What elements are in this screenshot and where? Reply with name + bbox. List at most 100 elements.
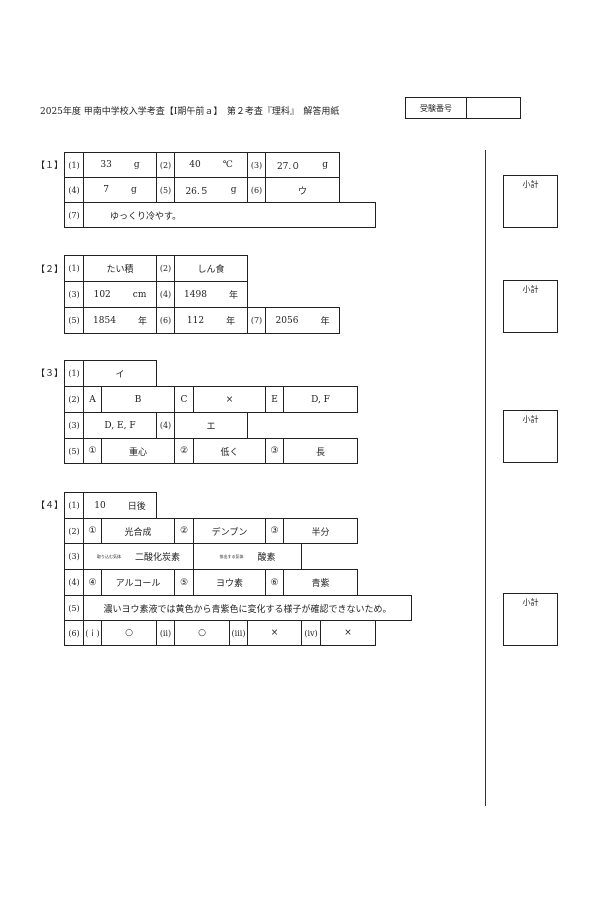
q4-num-5: (5) bbox=[64, 595, 84, 621]
q1-answer-2[interactable]: 40 ℃ bbox=[174, 152, 248, 178]
answer-text: 7 bbox=[103, 185, 109, 195]
answer-text: (2) bbox=[68, 526, 80, 536]
q4-answer-5[interactable]: 濃いヨウ素液では黄色から青紫色に変化する様子が確認できないため。 bbox=[83, 595, 412, 621]
answer-unit: 年 bbox=[320, 317, 330, 327]
q4-num-4: (4) bbox=[64, 569, 84, 596]
q2-num-6: (6) bbox=[156, 307, 175, 334]
q4-num-3: (3) bbox=[64, 543, 84, 570]
q4-answer-3-out[interactable]: 排出する気体 酸素 bbox=[193, 543, 302, 570]
q4-answer-3-in[interactable]: 取り込む気体二酸化炭素 bbox=[83, 543, 194, 570]
q4-answer-4-6[interactable]: 青紫 bbox=[283, 569, 358, 596]
answer-text: ③ bbox=[270, 446, 279, 456]
exam-number-field[interactable] bbox=[466, 97, 521, 119]
q2-answer-1[interactable]: たい積 bbox=[83, 255, 157, 282]
q2-answer-2[interactable]: しん食 bbox=[174, 255, 248, 282]
q3-label-c: C bbox=[174, 386, 194, 413]
section-4-label: 【４】 bbox=[36, 501, 64, 511]
answer-text: 光合成 bbox=[124, 527, 152, 538]
q3-answer-c[interactable]: × bbox=[193, 386, 266, 413]
answer-unit: ℃ bbox=[222, 160, 233, 170]
q3-answer-5-3[interactable]: 長 bbox=[283, 438, 358, 464]
q4-answer-2-1[interactable]: 光合成 bbox=[101, 518, 175, 544]
answer-text: ⑥ bbox=[270, 577, 279, 588]
q4-answer-4-5[interactable]: ヨウ素 bbox=[193, 569, 266, 596]
q3-num-4: (4) bbox=[156, 412, 175, 439]
section-2-label: 【２】 bbox=[36, 265, 64, 275]
answer-text: × bbox=[344, 628, 352, 638]
q4-num-2: (2) bbox=[64, 518, 84, 544]
q3-answer-a[interactable]: B bbox=[101, 386, 175, 413]
answer-text: ⑤ bbox=[179, 577, 189, 588]
answer-sublabel: 排出する気体 bbox=[219, 553, 244, 559]
answer-text: (3) bbox=[68, 552, 80, 561]
q4-answer-6-1[interactable]: ○ bbox=[101, 620, 157, 646]
q1-num-1: (1) bbox=[64, 152, 84, 178]
section-3-label: 【３】 bbox=[36, 369, 64, 379]
answer-unit: 年 bbox=[226, 317, 236, 327]
answer-text: ○ bbox=[198, 628, 206, 638]
q4-answer-2-2[interactable]: デンプン bbox=[193, 518, 266, 544]
q1-num-4: (4) bbox=[64, 177, 84, 203]
answer-text: 40 bbox=[189, 160, 201, 170]
answer-text: (1) bbox=[68, 501, 80, 510]
q4-circle-2: ② bbox=[174, 518, 194, 544]
answer-text: (7) bbox=[68, 210, 80, 220]
q2-num-7: (7) bbox=[247, 307, 266, 334]
q4-answer-6-4[interactable]: × bbox=[320, 620, 376, 646]
answer-text: (5) bbox=[68, 446, 80, 456]
answer-text: デンプン bbox=[211, 527, 248, 538]
q3-answer-5-1[interactable]: 重心 bbox=[101, 438, 175, 464]
answer-text: (3) bbox=[250, 160, 263, 170]
answer-text: ② bbox=[179, 446, 189, 456]
answer-unit: 酸素 bbox=[257, 553, 276, 563]
answer-text: (1) bbox=[68, 264, 80, 273]
answer-text: 26.５ bbox=[185, 186, 209, 197]
q3-answer-4[interactable]: エ bbox=[174, 412, 248, 439]
q2-num-1: (1) bbox=[64, 255, 84, 282]
q4-answer-6-2[interactable]: ○ bbox=[174, 620, 230, 646]
answer-text: (1) bbox=[68, 160, 80, 170]
q3-num-1: (1) bbox=[64, 360, 84, 387]
answer-text: (5) bbox=[68, 603, 80, 613]
answer-text: 102 bbox=[93, 289, 111, 300]
q4-roman-2: (ⅱ) bbox=[156, 620, 175, 646]
q4-answer-2-3[interactable]: 半分 bbox=[283, 518, 358, 544]
q1-answer-6[interactable]: ウ bbox=[265, 177, 340, 203]
answer-text: 33 bbox=[100, 160, 112, 170]
section-1-label: 【１】 bbox=[36, 161, 64, 171]
q3-answer-1[interactable]: イ bbox=[83, 360, 157, 387]
answer-text: D, F bbox=[311, 394, 330, 405]
q3-answer-5-2[interactable]: 低く bbox=[193, 438, 266, 464]
subtotal-box-4: 小計 bbox=[503, 593, 558, 646]
answer-unit: g bbox=[322, 160, 329, 170]
answer-unit: 年 bbox=[137, 317, 147, 327]
answer-text: (6) bbox=[68, 628, 80, 638]
subtotal-box-1: 小計 bbox=[503, 175, 558, 228]
q1-num-6: (6) bbox=[247, 177, 266, 203]
q1-answer-7[interactable]: ゆっくり冷やす。 bbox=[83, 202, 376, 228]
answer-text: 重心 bbox=[128, 447, 147, 458]
q3-answer-e[interactable]: D, F bbox=[283, 386, 358, 413]
q1-num-3: (3) bbox=[247, 152, 266, 178]
answer-text: (1) bbox=[68, 369, 80, 378]
answer-text: たい積 bbox=[106, 265, 134, 275]
q4-answer-6-3[interactable]: × bbox=[247, 620, 302, 646]
answer-text: 長 bbox=[315, 447, 325, 458]
answer-text: ヨウ素 bbox=[215, 579, 243, 589]
q3-num-5: (5) bbox=[64, 438, 84, 464]
answer-text: (5) bbox=[159, 185, 172, 195]
q4-answer-4-4[interactable]: アルコール bbox=[101, 569, 175, 596]
answer-text: (ⅲ) bbox=[231, 628, 246, 638]
q3-answer-3[interactable]: D, E, F bbox=[83, 412, 157, 439]
answer-text: (4) bbox=[68, 185, 80, 195]
